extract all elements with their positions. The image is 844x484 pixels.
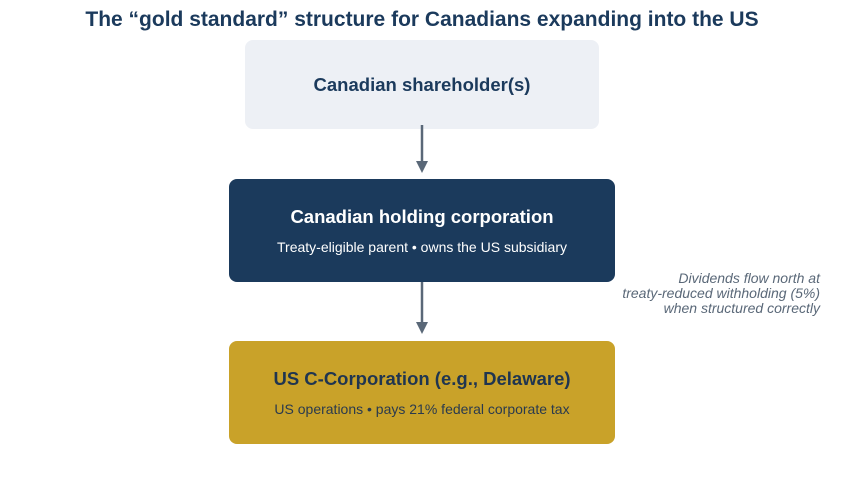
diagram-title: The “gold standard” structure for Canadi…: [85, 8, 759, 31]
holding-corporation-sublabel: Treaty-eligible parent • owns the US sub…: [277, 239, 567, 255]
arrow-holding-to-us-corp: [416, 278, 428, 334]
holding-corporation-box: Canadian holding corporation Treaty-elig…: [229, 179, 615, 282]
dividend-flow-note: Dividends flow north at treaty-reduced w…: [560, 271, 820, 316]
arrow-shareholders-to-holding: [416, 125, 428, 173]
us-corporation-sublabel: US operations • pays 21% federal corpora…: [274, 401, 570, 417]
shareholders-box: Canadian shareholder(s): [245, 40, 599, 129]
us-corporation-label: US C-Corporation (e.g., Delaware): [273, 368, 571, 389]
shareholders-label: Canadian shareholder(s): [313, 73, 531, 95]
note-line: Dividends flow north at: [678, 270, 820, 286]
note-line: treaty-reduced withholding (5%): [622, 285, 820, 301]
holding-corporation-label: Canadian holding corporation: [290, 206, 554, 227]
note-line: when structured correctly: [663, 300, 820, 316]
us-corporation-box: US C-Corporation (e.g., Delaware) US ope…: [229, 341, 615, 444]
